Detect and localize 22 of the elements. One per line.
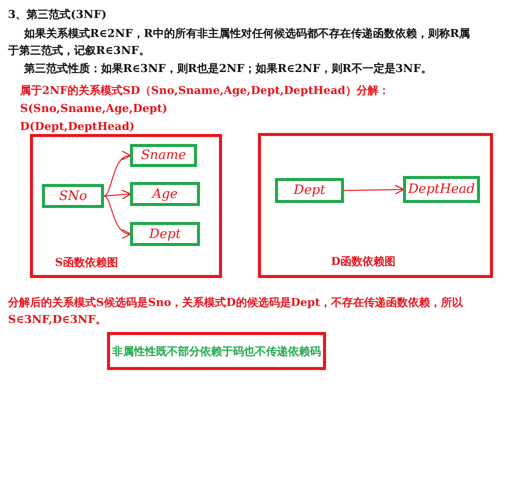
- paragraph: 分解后的关系模式S候选码是Sno，关系模式D的候选码是Dept，不存在传递函数依赖，所以S∈3NF,D∈3NF。: [8, 295, 464, 328]
- arrow: [104, 190, 132, 200]
- paragraph: 如果关系模式R∈2NF，R中的所有非主属性对任何候选码都不存在传递函数依赖，则称R属于第三范式，记叙R∈3NF。: [8, 26, 472, 59]
- paragraph: S(Sno,Sname,Age,Dept): [20, 101, 168, 117]
- attribute-box: Dept: [130, 222, 200, 246]
- attribute-box: Dept: [275, 178, 344, 203]
- attribute-box: Age: [130, 182, 200, 206]
- attribute-box: SNo: [42, 184, 104, 208]
- arrow: [104, 152, 132, 196]
- diagram-frame: [30, 134, 222, 278]
- arrow: [104, 196, 132, 238]
- heading: 3、第三范式(3NF): [8, 7, 107, 23]
- node-label: D函数依赖图: [331, 254, 396, 269]
- note-box: 非属性性既不部分依赖于码也不传递依赖码: [107, 332, 326, 370]
- node-label: S函数依赖图: [55, 255, 118, 270]
- paragraph: D(Dept,DeptHead): [20, 119, 135, 135]
- paragraph: 属于2NF的关系模式SD（Sno,Sname,Age,Dept,DeptHead）分解：: [20, 83, 390, 99]
- arrow: [344, 184, 404, 195]
- attribute-box: DeptHead: [403, 176, 480, 203]
- diagram-frame: [258, 133, 493, 278]
- paragraph: 第三范式性质：如果R∈3NF，则R也是2NF；如果R∈2NF，则R不一定是3NF。: [24, 61, 432, 77]
- attribute-box: Sname: [130, 144, 197, 167]
